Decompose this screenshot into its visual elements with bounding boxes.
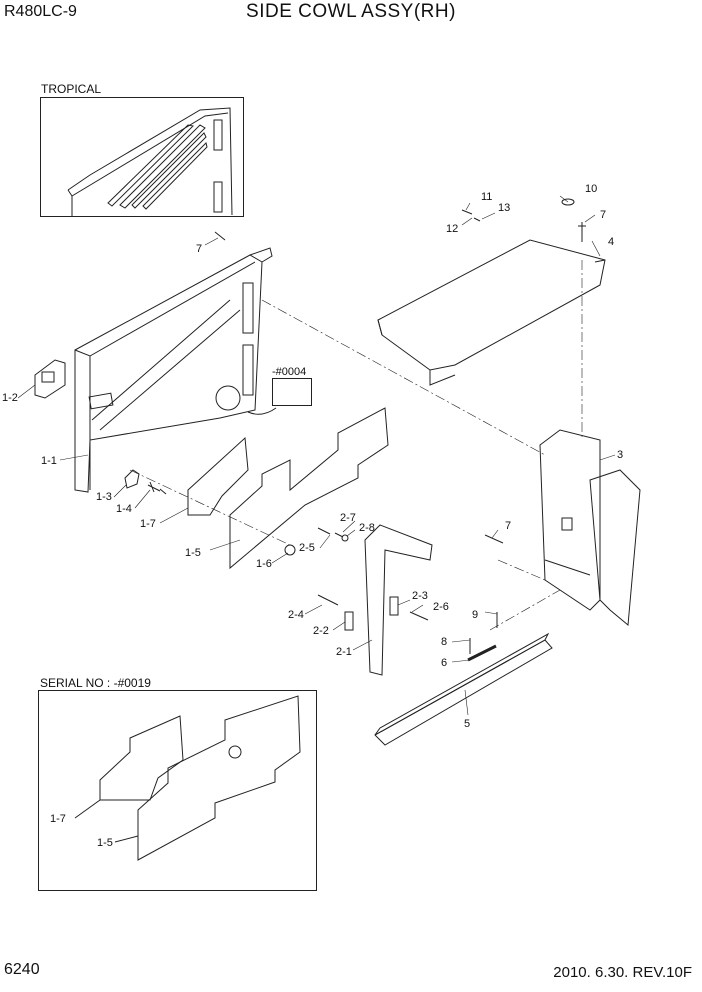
tropical-vent-louvers (107, 124, 208, 210)
callout-2-4: 2-4 (288, 609, 304, 621)
tropical-cowl-drawing (67, 107, 233, 216)
callout-2-6: 2-6 (433, 601, 449, 613)
callout-7: 7 (505, 520, 511, 532)
callout-13: 13 (498, 202, 510, 214)
bolt-2-7 (317, 527, 344, 538)
callout-1-5: 1-5 (185, 547, 201, 559)
callout-12: 12 (446, 223, 458, 235)
callout-labels: 1-1 1-2 1-3 1-4 1-5 1-6 1-7 2-1 2-2 2-3 … (2, 183, 623, 849)
detail-inset-box (272, 378, 312, 406)
callout-2-5: 2-5 (299, 542, 315, 554)
callout-2-2: 2-2 (313, 625, 329, 637)
tropical-label: TROPICAL (41, 82, 102, 96)
page-number: 6240 (4, 961, 40, 978)
top-plate-4 (377, 239, 606, 386)
callout-11: 11 (481, 191, 492, 203)
clip-1-3 (124, 469, 140, 489)
callout-7-top: 7 (600, 209, 606, 221)
bolt-7-top (578, 222, 586, 242)
revision-date: 2010. 6.30. REV.10F (553, 964, 692, 981)
bolt-11-washers (461, 209, 481, 222)
model-label: R480LC-9 (4, 3, 77, 20)
callout-9: 9 (472, 609, 478, 621)
callout-2-8: 2-8 (359, 522, 375, 534)
callout-6: 6 (441, 657, 447, 669)
plate-1-5 (229, 407, 389, 570)
serial-label: SERIAL NO : -#0019 (40, 676, 151, 690)
frame-3 (539, 429, 641, 626)
plate-1-7 (187, 436, 249, 516)
leader-lines (17, 195, 616, 716)
callout-8: 8 (441, 636, 447, 648)
washer-2-8 (341, 534, 349, 542)
callout-1-6: 1-6 (256, 558, 272, 570)
serial-callout-1-7: 1-7 (50, 813, 66, 825)
callout-2-7: 2-7 (340, 512, 356, 524)
bolt-7-door (214, 231, 226, 241)
callout-1-3: 1-3 (96, 491, 112, 503)
latch-1-2 (34, 359, 66, 399)
serial-callout-1-5: 1-5 (97, 837, 113, 849)
serial-inset-drawing (74, 695, 301, 861)
callout-1-7: 1-7 (140, 518, 156, 530)
callout-5: 5 (464, 718, 470, 730)
cap-10 (561, 198, 575, 206)
callout-1-1: 1-1 (41, 455, 57, 467)
clip-2-3 (389, 596, 399, 616)
side-cowl-door (74, 247, 273, 493)
callout-3: 3 (617, 449, 623, 461)
clip-2-2 (344, 611, 354, 631)
detail-circle (215, 385, 241, 411)
serial-inset-box (38, 690, 317, 891)
bracket-2-1 (364, 524, 433, 676)
callout-2-1: 2-1 (336, 646, 352, 658)
detail-label: -#0004 (272, 366, 307, 378)
bar-5-top (374, 632, 550, 736)
page-title: SIDE COWL ASSY(RH) (246, 1, 456, 22)
callout-1-4: 1-4 (116, 503, 132, 515)
clamp-6 (467, 644, 497, 662)
callout-10: 10 (585, 183, 597, 195)
callout-2-3: 2-3 (412, 590, 428, 602)
callout-7-door: 7 (196, 243, 202, 255)
callout-4: 4 (608, 236, 614, 248)
bolts-2-4-2-6 (317, 594, 429, 621)
bolt-7 (484, 534, 504, 544)
callout-1-2: 1-2 (2, 392, 18, 404)
tropical-inset-box (40, 97, 244, 217)
grommet-1-6 (284, 544, 296, 556)
detail-arrow (247, 407, 277, 415)
bolt-1-4 (147, 481, 167, 495)
bolts-8-9 (469, 612, 498, 654)
